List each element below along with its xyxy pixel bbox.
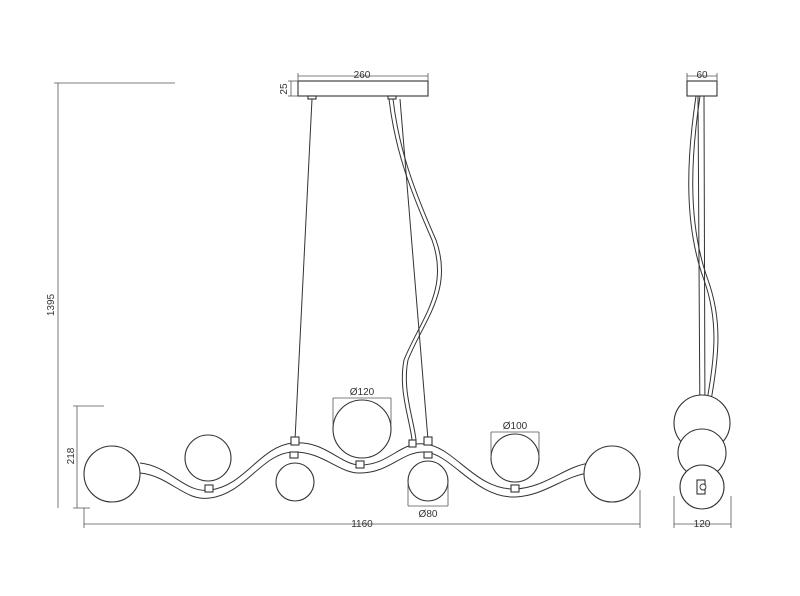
side-canopy xyxy=(686,80,718,97)
dim-canopy-height: 25 xyxy=(279,83,290,95)
dim-total-width: 1160 xyxy=(351,519,373,530)
globe-end-right xyxy=(583,445,641,503)
canopy-cap xyxy=(387,95,397,100)
globe-up-right xyxy=(490,433,540,483)
globe-down-left xyxy=(275,462,315,502)
canopy xyxy=(297,80,429,97)
globe-large-center xyxy=(332,399,392,459)
dim-side-canopy: 60 xyxy=(696,70,708,81)
globe-end-left xyxy=(83,445,141,503)
suspension-wire-left xyxy=(294,98,313,441)
dim-globe-small: Ø80 xyxy=(419,509,438,520)
dim-canopy-width: 260 xyxy=(354,70,371,81)
globe-down-right xyxy=(407,460,449,502)
dim-side-width: 120 xyxy=(694,519,711,530)
dim-globe-medium: Ø100 xyxy=(503,421,528,432)
dim-total-height: 1395 xyxy=(46,293,57,316)
suspension-wire-right xyxy=(399,98,429,441)
canopy-cap xyxy=(307,95,317,100)
globe-up-left xyxy=(184,434,232,482)
dim-bar-height: 218 xyxy=(66,447,77,464)
dim-globe-large: Ø120 xyxy=(350,387,375,398)
power-cable xyxy=(388,98,438,441)
